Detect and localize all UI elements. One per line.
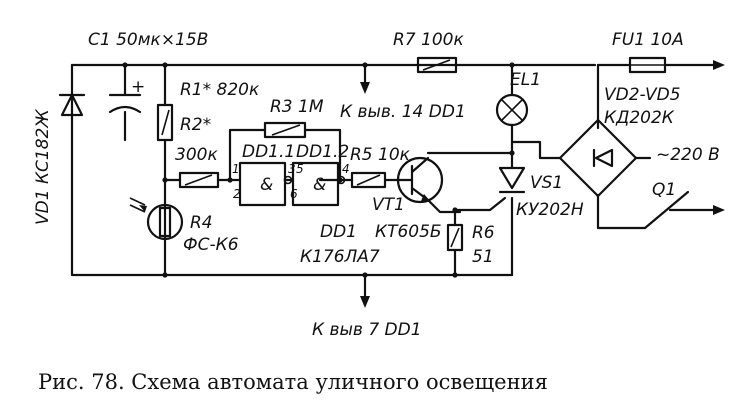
label-pin4: 4 [342, 162, 350, 176]
label-pin7: К выв 7 DD1 [312, 320, 422, 340]
thyristor-vs1 [498, 166, 526, 194]
label-c1: C1 50мк×15В [88, 30, 208, 50]
label-r7: R7 100к [393, 30, 464, 50]
label-pin5: 5 [296, 162, 304, 176]
label-mains: ~220 В [656, 145, 720, 165]
resistor-r3 [263, 121, 307, 139]
label-pin1: 1 [232, 162, 240, 176]
label-dd11: DD1.1 [242, 142, 295, 162]
label-fu1: FU1 10А [612, 30, 684, 50]
label-ku202: КУ202Н [516, 200, 584, 220]
label-q1: Q1 [652, 180, 676, 200]
fuse-fu1 [628, 56, 667, 74]
resistor-r1 [156, 103, 174, 142]
label-and2: & [313, 175, 326, 195]
label-pin3: 3 [288, 162, 296, 176]
figure-caption: Рис. 78. Схема автомата уличного освещен… [38, 370, 548, 394]
label-r4: R4 [190, 213, 213, 233]
label-kd202: КД202К [604, 108, 675, 128]
switch-q1 [643, 190, 690, 230]
label-r5: R5 10к [350, 145, 411, 165]
svg-text:+: + [131, 77, 145, 97]
lamp-el1 [495, 93, 529, 127]
nand-gate-dd1-1 [238, 161, 293, 207]
nand-gate-dd1-2 [291, 161, 346, 207]
label-r3: R3 1М [270, 97, 324, 117]
label-and1: & [260, 175, 273, 195]
resistor-r6 [446, 223, 464, 252]
label-pin6: 6 [290, 187, 298, 201]
resistor-r5 [350, 171, 387, 189]
label-pin2: 2 [233, 187, 241, 201]
transistor-vt1 [396, 156, 444, 204]
label-pin14: К выв. 14 DD1 [340, 102, 466, 122]
resistor-r7 [416, 56, 458, 74]
labels: C1 50мк×15В VD1 КС182Ж R7 100к FU1 10А R… [33, 30, 720, 340]
zener-diode-vd1 [58, 93, 86, 117]
label-k176: К176ЛА7 [300, 247, 380, 267]
label-r1: R1* 820к [180, 80, 260, 100]
label-r2: R2* [180, 115, 211, 135]
capacitor-c1: + [108, 77, 145, 114]
label-el1: EL1 [510, 70, 541, 90]
label-dd1: DD1 [320, 222, 357, 242]
label-r6-value: 51 [472, 247, 494, 267]
pin-arrows [360, 60, 725, 308]
label-dd12: DD1.2 [296, 142, 349, 162]
label-vd2-vd5: VD2-VD5 [604, 85, 681, 105]
wires [70, 63, 717, 302]
label-fsk6: ФС-К6 [183, 235, 239, 255]
diode-bridge-vd2-vd5 [510, 118, 652, 198]
label-vt1: VT1 [372, 195, 405, 215]
label-vd1: VD1 КС182Ж [33, 109, 53, 225]
label-r2-value: 300к [175, 145, 218, 165]
label-kt605: КТ605Б [375, 222, 442, 242]
photoresistor-r4 [129, 197, 184, 241]
label-vs1: VS1 [530, 173, 563, 193]
resistor-r2 [178, 171, 220, 189]
label-r6: R6 [472, 223, 495, 243]
